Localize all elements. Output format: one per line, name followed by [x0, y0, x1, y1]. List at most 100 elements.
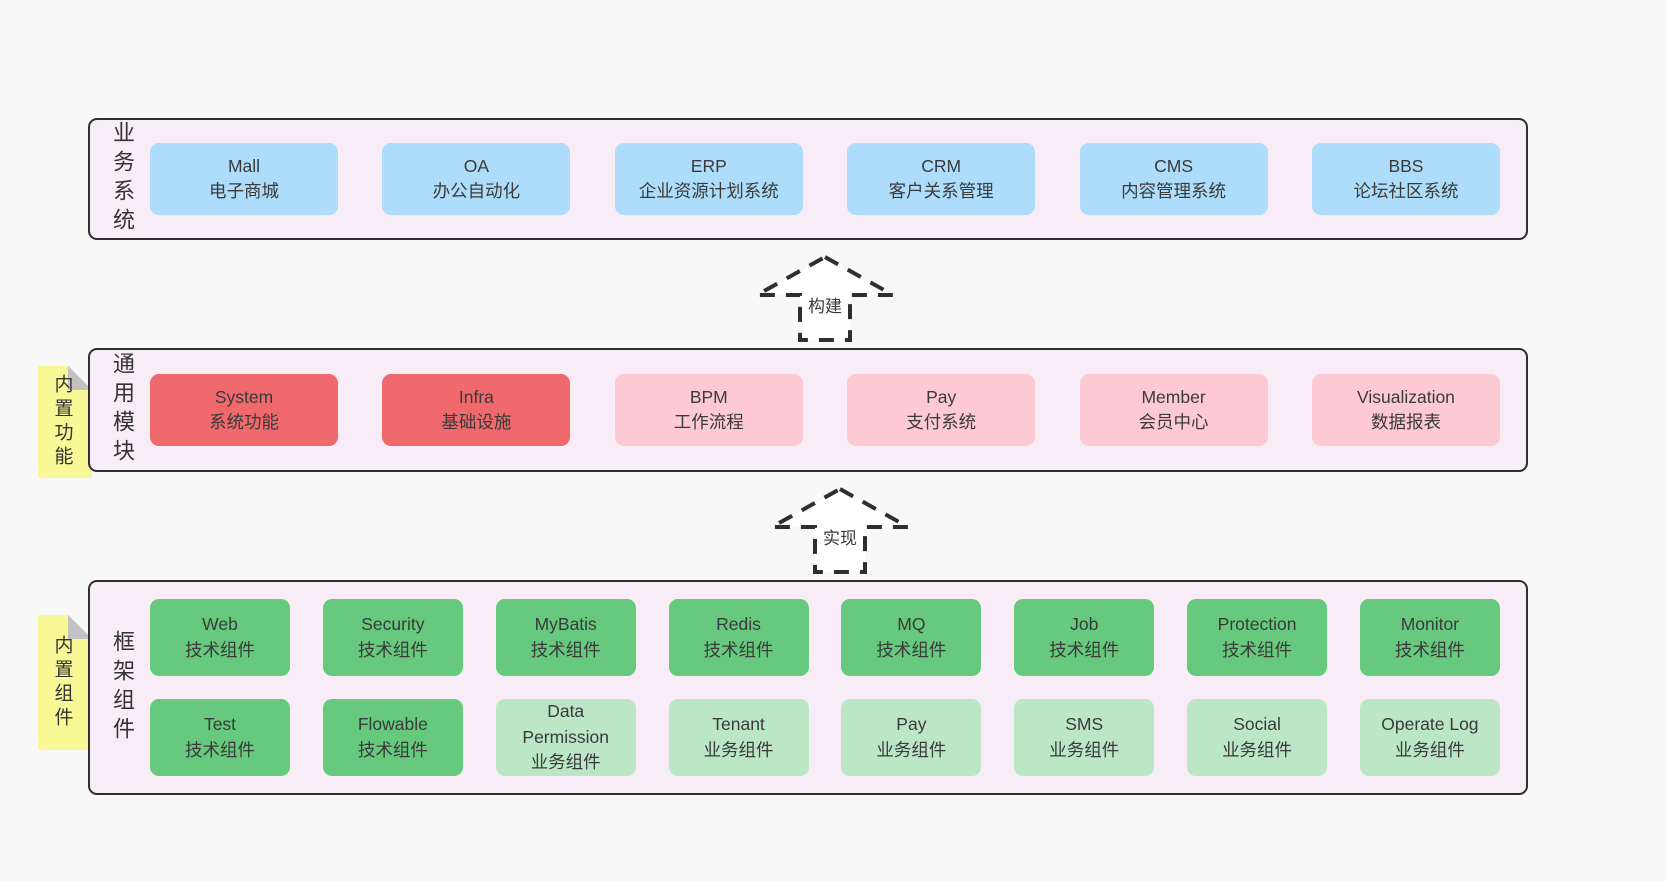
module-box-cms: CMS 内容管理系统 — [1079, 143, 1268, 215]
module-subtitle: 技术组件 — [357, 739, 428, 760]
module-subtitle: 技术组件 — [185, 639, 255, 660]
module-box-bbs: BBS 论坛社区系统 — [1311, 143, 1500, 215]
module-subtitle: 技术组件 — [357, 639, 428, 660]
module-box-monitor: Monitor 技术组件 — [1359, 599, 1500, 676]
module-title: MQ — [897, 614, 926, 635]
module-box-pay: Pay 支付系统 — [847, 374, 1036, 446]
module-title: Visualization — [1356, 386, 1455, 407]
band-label-common-modules: 通用模块 — [110, 352, 135, 468]
module-subtitle: 业务组件 — [530, 752, 601, 773]
module-subtitle: 系统功能 — [209, 412, 279, 432]
module-title: Flowable — [357, 714, 428, 735]
arrow-shape — [753, 254, 897, 342]
module-subtitle: 技术组件 — [185, 739, 255, 760]
module-title: Protection — [1217, 614, 1297, 635]
module-subtitle: 内容管理系统 — [1121, 181, 1227, 201]
module-title: SMS — [1065, 714, 1104, 735]
module-subtitle: 办公自动化 — [432, 181, 521, 201]
module-subtitle: 电子商城 — [209, 181, 279, 201]
module-box-flowable: Flowable 技术组件 — [322, 699, 463, 776]
module-subtitle: 技术组件 — [1049, 639, 1120, 660]
module-title: BBS — [1388, 155, 1424, 176]
module-box-data-permission: Data Permission 业务组件 — [495, 699, 636, 776]
module-box-sms: SMS 业务组件 — [1014, 699, 1155, 776]
module-box-protection: Protection 技术组件 — [1187, 599, 1328, 676]
module-box-system: System 系统功能 — [150, 374, 338, 446]
module-title: Test — [203, 714, 237, 735]
sticky-note-label: 内置功能 — [51, 374, 73, 470]
module-title: OA — [463, 155, 490, 176]
dashed-up-arrow-implement: 实现 — [768, 486, 912, 574]
module-subtitle: 业务组件 — [1049, 739, 1120, 760]
module-subtitle: 论坛社区系统 — [1353, 181, 1459, 201]
module-title: Job — [1070, 614, 1099, 635]
band-label-framework-components: 框架组件 — [110, 629, 135, 746]
module-subtitle: 基础设施 — [441, 412, 512, 432]
module-title: Member — [1141, 386, 1206, 407]
arrow-label-implement: 实现 — [823, 529, 857, 548]
module-title: Pay — [926, 386, 957, 407]
band-label-business-systems: 业务系统 — [110, 121, 135, 237]
module-title: Pay — [896, 714, 927, 735]
module-title: Tenant — [712, 714, 765, 735]
sticky-note-label: 内置组件 — [51, 634, 73, 731]
module-box-mall: Mall 电子商城 — [150, 143, 338, 215]
module-subtitle: 技术组件 — [1394, 639, 1465, 660]
module-subtitle: 工作流程 — [673, 412, 744, 432]
module-title: System — [214, 386, 274, 407]
module-box-crm: CRM 客户关系管理 — [847, 143, 1036, 215]
module-title: CMS — [1154, 155, 1193, 176]
arrow-shape — [768, 486, 912, 574]
module-title: Monitor — [1400, 614, 1460, 635]
module-box-oa: OA 办公自动化 — [382, 143, 571, 215]
module-subtitle: 支付系统 — [906, 412, 977, 432]
module-title: Redis — [716, 614, 761, 635]
module-subtitle: 客户关系管理 — [888, 181, 994, 201]
module-title: CRM — [921, 155, 962, 176]
dashed-up-arrow-build: 构建 — [753, 254, 897, 342]
module-subtitle: 业务组件 — [1394, 739, 1465, 760]
module-box-mybatis: MyBatis 技术组件 — [495, 599, 636, 676]
module-title: ERP — [690, 155, 727, 176]
module-subtitle: 业务组件 — [876, 739, 947, 760]
module-title: Security — [361, 614, 425, 635]
sticky-note-builtin-features: 内置功能 — [38, 366, 92, 478]
module-title: MyBatis — [534, 614, 597, 635]
module-box-pay: Pay 业务组件 — [841, 699, 982, 776]
module-box-tenant: Tenant 业务组件 — [668, 699, 809, 776]
module-box-security: Security 技术组件 — [322, 599, 463, 676]
module-subtitle: 技术组件 — [876, 639, 947, 660]
module-title: Data Permission — [522, 701, 609, 747]
module-box-test: Test 技术组件 — [150, 699, 290, 776]
module-box-infra: Infra 基础设施 — [382, 374, 571, 446]
sticky-note-builtin-components: 内置组件 — [38, 615, 92, 750]
module-box-visualization: Visualization 数据报表 — [1311, 374, 1500, 446]
module-title: Mall — [227, 155, 261, 176]
arrow-label-build: 构建 — [808, 297, 842, 316]
module-subtitle: 技术组件 — [1222, 639, 1293, 660]
module-subtitle: 技术组件 — [703, 639, 774, 660]
module-subtitle: 技术组件 — [530, 639, 601, 660]
module-subtitle: 业务组件 — [703, 739, 774, 760]
module-subtitle: 数据报表 — [1370, 412, 1441, 432]
module-title: Social — [1233, 714, 1281, 735]
module-title: Infra — [458, 386, 494, 407]
module-box-mq: MQ 技术组件 — [841, 599, 982, 676]
